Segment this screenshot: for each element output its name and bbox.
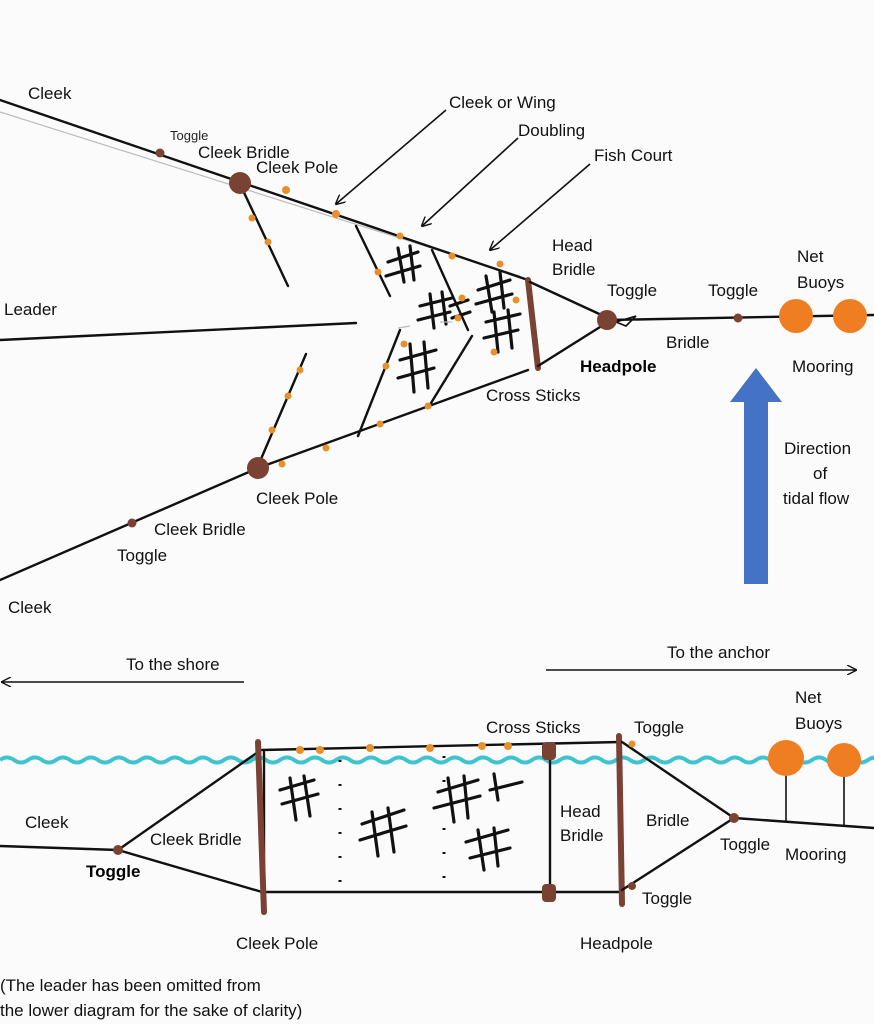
mid-toggle [733,313,743,323]
label-toggle-bottom: Toggle [642,889,692,908]
pointer-cleek-or-wing [336,109,447,204]
toggle-bottom [628,882,636,890]
label-toggle-left: Toggle [86,862,140,881]
label-to-the-shore: To the shore [126,655,220,674]
upper-cleek-line [0,98,242,184]
toggle-left [113,845,123,855]
label-cleek-upper: Cleek [28,84,72,103]
toggle-right [729,813,739,823]
label-cleek-bridle-upper: Cleek Bridle [198,143,290,162]
upper-cleek-pole-spur [238,182,290,288]
label-mooring: Mooring [792,357,853,376]
cleek-bridle-lower [116,848,264,894]
label-toggle-top: Toggle [634,718,684,737]
mooring-line-bottom [732,816,874,830]
toggle-loop [613,315,637,327]
label-bridle-bottom: Bridle [646,811,689,830]
bridle-lower [620,816,736,892]
headpole-bottom [616,733,625,907]
label-cleek-bridle-bottom: Cleek Bridle [150,830,242,849]
pointer-doubling [422,137,519,226]
dash-marks [397,321,452,329]
headpole-top [525,277,541,371]
label-net-buoys-1-bottom: Net [795,688,822,707]
cross-stick [354,224,392,298]
label-cross-sticks-bottom: Cross Sticks [486,718,580,737]
label-headpole: Headpole [580,357,657,376]
net-floats-top [248,186,520,468]
cleek-line [0,844,120,852]
net-buoy [779,299,813,333]
head-bridle-block-top [542,742,556,760]
label-cleek-pole-upper: Cleek Pole [256,158,338,177]
label-cross-sticks: Cross Sticks [486,386,580,405]
label-head-bridle-2: Bridle [552,260,595,279]
label-leader: Leader [4,300,57,319]
lower-toggle [127,518,137,528]
label-toggle-right: Toggle [720,835,770,854]
lower-cleek-pole-head [247,457,269,479]
head-bridle-block-bottom [542,884,556,902]
pointer-fish-court [490,163,591,250]
label-cleek-lower: Cleek [8,598,52,617]
head-bridle-toggle [597,310,617,330]
water-surface [0,755,874,765]
cross-stick [430,248,470,332]
label-cleek-pole-lower: Cleek Pole [256,489,338,508]
label-cleek-bottom: Cleek [25,813,69,832]
cross-stick [426,334,474,410]
label-toggle-mid: Toggle [708,281,758,300]
headrope-floats [296,740,636,754]
label-head-bridle-1-bottom: Head [560,802,601,821]
label-fish-court: Fish Court [594,146,673,165]
label-net-buoys-1: Net [797,247,824,266]
net-headrope [260,740,622,752]
bottom-diagram: To the shore To the anchor Net Buoys Cro… [0,643,874,953]
tidal-flow-arrow [730,368,782,584]
head-bridle-upper [528,280,610,320]
net-buoy [827,743,861,777]
label-mooring-bottom: Mooring [785,845,846,864]
label-toggle-lower: Toggle [117,546,167,565]
label-toggle-upper: Toggle [170,128,208,143]
lower-wing-line [256,368,530,470]
bridle-upper [620,740,736,820]
net-mesh-top [384,244,522,394]
net-buoy [833,299,867,333]
label-tidal-2: of [813,464,827,483]
net-mesh-bottom [278,772,524,872]
label-cleek-or-wing: Cleek or Wing [449,93,556,112]
label-net-buoys-2-bottom: Buoys [795,714,842,733]
label-toggle-head: Toggle [607,281,657,300]
label-headpole-bottom: Headpole [580,934,653,953]
upper-toggle [155,148,165,158]
label-tidal-1: Direction [784,439,851,458]
upper-cleek-pole-head [229,172,251,194]
leader-line [0,321,358,342]
label-head-bridle-2-bottom: Bridle [560,826,603,845]
label-net-buoys-2: Buoys [797,273,844,292]
label-bridle: Bridle [666,333,709,352]
label-cleek-pole-bottom: Cleek Pole [236,934,318,953]
cross-stick [356,328,402,438]
label-cleek-bridle-lower: Cleek Bridle [154,520,246,539]
upper-wing-line [238,180,530,282]
label-head-bridle-1: Head [552,236,593,255]
head-bridle-lower [536,320,610,368]
label-tidal-3: tidal flow [783,489,850,508]
cleek-pole-bottom [255,739,267,915]
label-to-the-anchor: To the anchor [667,643,770,662]
footnote-line-1: (The leader has been omitted from [0,976,261,995]
net-buoy [768,740,804,776]
label-doubling: Doubling [518,121,585,140]
top-diagram: Cleek Toggle Cleek Bridle Cleek Pole Cle… [0,84,874,617]
footnote-line-2: the lower diagram for the sake of clarit… [0,1001,302,1020]
cleek-bridle-upper [116,750,260,852]
